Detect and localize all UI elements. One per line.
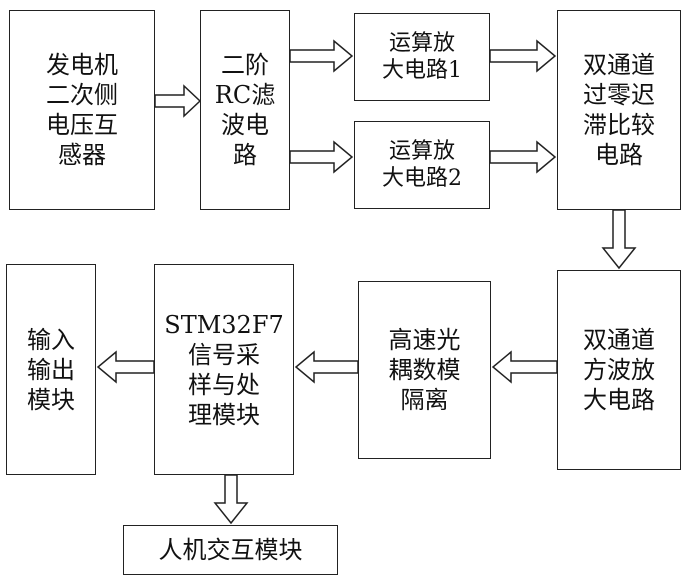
arrow-opamp2-to-comparator bbox=[490, 142, 555, 172]
arrow-generator-to-filter bbox=[155, 86, 200, 116]
arrow-filter-to-opamp2 bbox=[290, 142, 352, 172]
arrow-comparator-to-square-amp bbox=[603, 210, 635, 268]
arrow-stm32-to-io bbox=[98, 352, 154, 382]
arrow-square-amp-to-optocoupler bbox=[493, 352, 557, 382]
arrow-optocoupler-to-stm32 bbox=[296, 352, 358, 382]
arrow-stm32-to-hmi bbox=[215, 475, 247, 523]
arrow-filter-to-opamp1 bbox=[290, 41, 352, 71]
arrow-opamp1-to-comparator bbox=[490, 41, 555, 71]
